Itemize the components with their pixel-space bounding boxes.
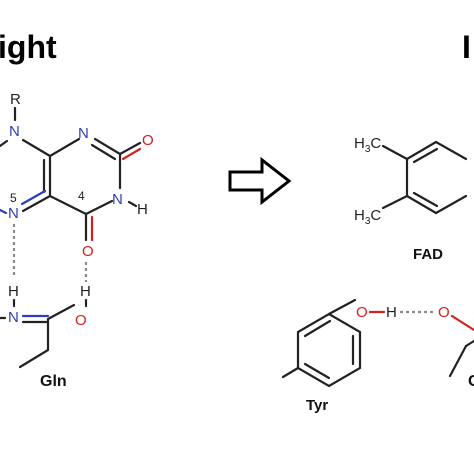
ring-bond-top <box>405 140 438 161</box>
n-amide-label: N <box>8 309 19 326</box>
hollow-arrow-icon <box>228 156 292 206</box>
flavin-fragment: R N N O N H 4 O 5 N <box>0 91 154 260</box>
o-bottom-label: O <box>82 243 94 260</box>
ring-bond-bottom-double <box>412 191 439 208</box>
bond-n5-left <box>0 208 8 215</box>
n-ring-top-label: N <box>78 125 89 142</box>
tyr-o-label: O <box>356 304 368 321</box>
bond-n-h <box>127 200 138 208</box>
bond-methyl-2 <box>381 194 409 210</box>
bond-ntop-left <box>0 139 9 148</box>
ring-bond-top-double <box>412 147 439 164</box>
ring-bond-bottom-right <box>434 194 468 215</box>
tyr-ring <box>296 312 362 388</box>
bond-n-c2 <box>93 137 122 156</box>
bond-n-c2-double <box>90 143 117 161</box>
fad-fragment: H3C H3C FAD <box>354 135 468 263</box>
tyr-h-label: H <box>386 304 397 321</box>
bond-ring-o <box>327 298 357 316</box>
n-top-label: N <box>9 123 20 140</box>
tyr-sidechain: O H Tyr <box>281 298 397 414</box>
bond-methyl-1 <box>381 144 409 161</box>
n-right-label: N <box>112 191 123 208</box>
tyr-ring-double-3 <box>303 362 331 380</box>
bond-acceptor-down <box>448 344 468 378</box>
bond-c-n1 <box>48 137 81 158</box>
acceptor-label: G <box>468 373 474 390</box>
bond-nh-c4 <box>84 199 114 216</box>
bond-c-n5 <box>21 194 52 213</box>
gln-label: Gln <box>40 373 67 390</box>
bond-acceptor-chain <box>464 339 474 348</box>
fad-label: FAD <box>413 246 443 263</box>
h-amide-label: H <box>80 283 91 300</box>
right-heading: I <box>462 29 471 65</box>
locant-5: 5 <box>10 191 17 205</box>
bond-chain-down <box>18 348 50 369</box>
r-group-label: R <box>10 91 21 108</box>
methyl-2-label: H3C <box>354 207 381 227</box>
bond-tyr-methyl <box>281 366 300 379</box>
tyr-label: Tyr <box>306 397 328 414</box>
locant-4: 4 <box>78 189 85 203</box>
acceptor-fragment: O G <box>438 304 474 390</box>
o-amide-label: O <box>75 312 87 329</box>
methyl-1-label: H3C <box>354 135 381 155</box>
gln-sidechain: H N O H Gln <box>0 283 91 390</box>
ring-bond-bottom <box>405 194 438 215</box>
bond-c4-c <box>48 194 88 216</box>
h-left-label: H <box>8 283 19 300</box>
bond-c-n5-double <box>20 189 47 206</box>
bond-ntop-c <box>21 138 52 158</box>
ring-bond-top-right <box>434 140 468 161</box>
bond-acceptor-o <box>450 314 474 332</box>
o-right-label: O <box>142 132 154 149</box>
h-right-label: H <box>137 201 148 218</box>
left-heading: ight <box>0 29 57 65</box>
tyr-ring-double-1 <box>303 319 332 338</box>
acceptor-o-label: O <box>438 304 450 321</box>
bond-c-o-right <box>118 141 142 156</box>
bond-c-o-right-double <box>121 147 142 161</box>
bond-c-o-amide <box>46 303 76 321</box>
n-left-label: N <box>8 205 19 222</box>
